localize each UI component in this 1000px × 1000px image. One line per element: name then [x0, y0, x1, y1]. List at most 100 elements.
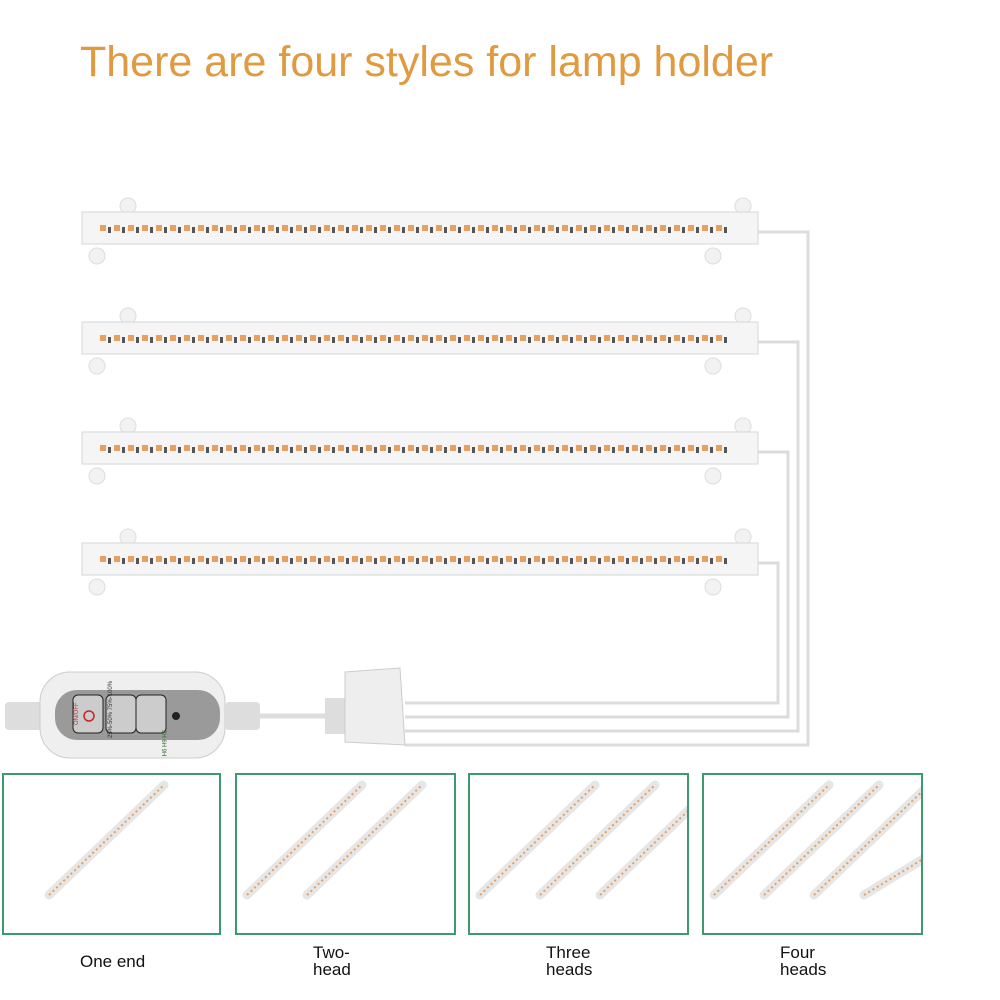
led: [114, 556, 120, 562]
led: [352, 225, 358, 231]
led: [478, 225, 484, 231]
mini-light-bar: [475, 780, 600, 900]
led: [632, 445, 638, 451]
led: [142, 445, 148, 451]
led: [618, 445, 624, 451]
led: [268, 445, 274, 451]
led: [128, 335, 134, 341]
led: [562, 445, 568, 451]
led: [198, 445, 204, 451]
led: [198, 556, 204, 562]
led: [716, 335, 722, 341]
led: [506, 556, 512, 562]
led: [604, 225, 610, 231]
light-bars: [81, 197, 759, 596]
led: [604, 335, 610, 341]
led: [212, 335, 218, 341]
led: [450, 335, 456, 341]
led: [394, 445, 400, 451]
led: [240, 225, 246, 231]
led: [576, 445, 582, 451]
led: [590, 225, 596, 231]
led: [254, 556, 260, 562]
wire: [405, 230, 810, 747]
led: [366, 225, 372, 231]
led: [534, 335, 540, 341]
led: [100, 225, 106, 231]
led: [198, 335, 204, 341]
led: [380, 556, 386, 562]
led: [548, 556, 554, 562]
led: [590, 556, 596, 562]
led: [492, 225, 498, 231]
light-bar: [81, 417, 759, 485]
led: [436, 335, 442, 341]
led: [338, 225, 344, 231]
led: [100, 335, 106, 341]
led: [338, 556, 344, 562]
mini-light-bar: [242, 780, 367, 900]
led: [282, 225, 288, 231]
led: [212, 556, 218, 562]
led: [674, 335, 680, 341]
led: [310, 445, 316, 451]
led: [282, 445, 288, 451]
led: [436, 445, 442, 451]
led: [688, 445, 694, 451]
light-bar: [81, 307, 759, 375]
style-three-heads: [468, 773, 720, 935]
svg-text:ON/OFF: ON/OFF: [74, 702, 80, 725]
led: [212, 445, 218, 451]
led: [674, 556, 680, 562]
led: [520, 445, 526, 451]
led: [422, 445, 428, 451]
mini-light-bar: [709, 780, 834, 900]
led: [702, 335, 708, 341]
led: [590, 335, 596, 341]
led: [506, 225, 512, 231]
timer-button: [135, 694, 167, 734]
led: [184, 335, 190, 341]
led: [408, 556, 414, 562]
led: [702, 225, 708, 231]
led: [114, 445, 120, 451]
indicator-led: [172, 712, 180, 720]
led: [632, 225, 638, 231]
led: [646, 335, 652, 341]
led: [576, 225, 582, 231]
led: [128, 445, 134, 451]
led: [450, 225, 456, 231]
led: [226, 556, 232, 562]
led: [562, 225, 568, 231]
led: [282, 556, 288, 562]
led: [324, 335, 330, 341]
svg-text:3H 6H 9H: 3H 6H 9H: [160, 730, 166, 756]
led: [464, 335, 470, 341]
led: [520, 556, 526, 562]
led: [478, 335, 484, 341]
wire: [405, 450, 790, 719]
led: [632, 335, 638, 341]
power-icon: [83, 710, 95, 722]
led: [464, 556, 470, 562]
led: [688, 556, 694, 562]
led: [632, 556, 638, 562]
style-four-heads: [702, 773, 984, 935]
led: [380, 445, 386, 451]
style-one-end: [2, 773, 221, 935]
led: [184, 445, 190, 451]
led: [492, 445, 498, 451]
led: [142, 335, 148, 341]
led: [338, 335, 344, 341]
led: [450, 445, 456, 451]
led: [184, 225, 190, 231]
led: [170, 445, 176, 451]
led: [296, 556, 302, 562]
led: [380, 335, 386, 341]
led: [618, 335, 624, 341]
led: [576, 556, 582, 562]
wires: [405, 230, 810, 747]
svg-text:25%-50% 75%-100%: 25%-50% 75%-100%: [108, 680, 114, 738]
led: [156, 225, 162, 231]
